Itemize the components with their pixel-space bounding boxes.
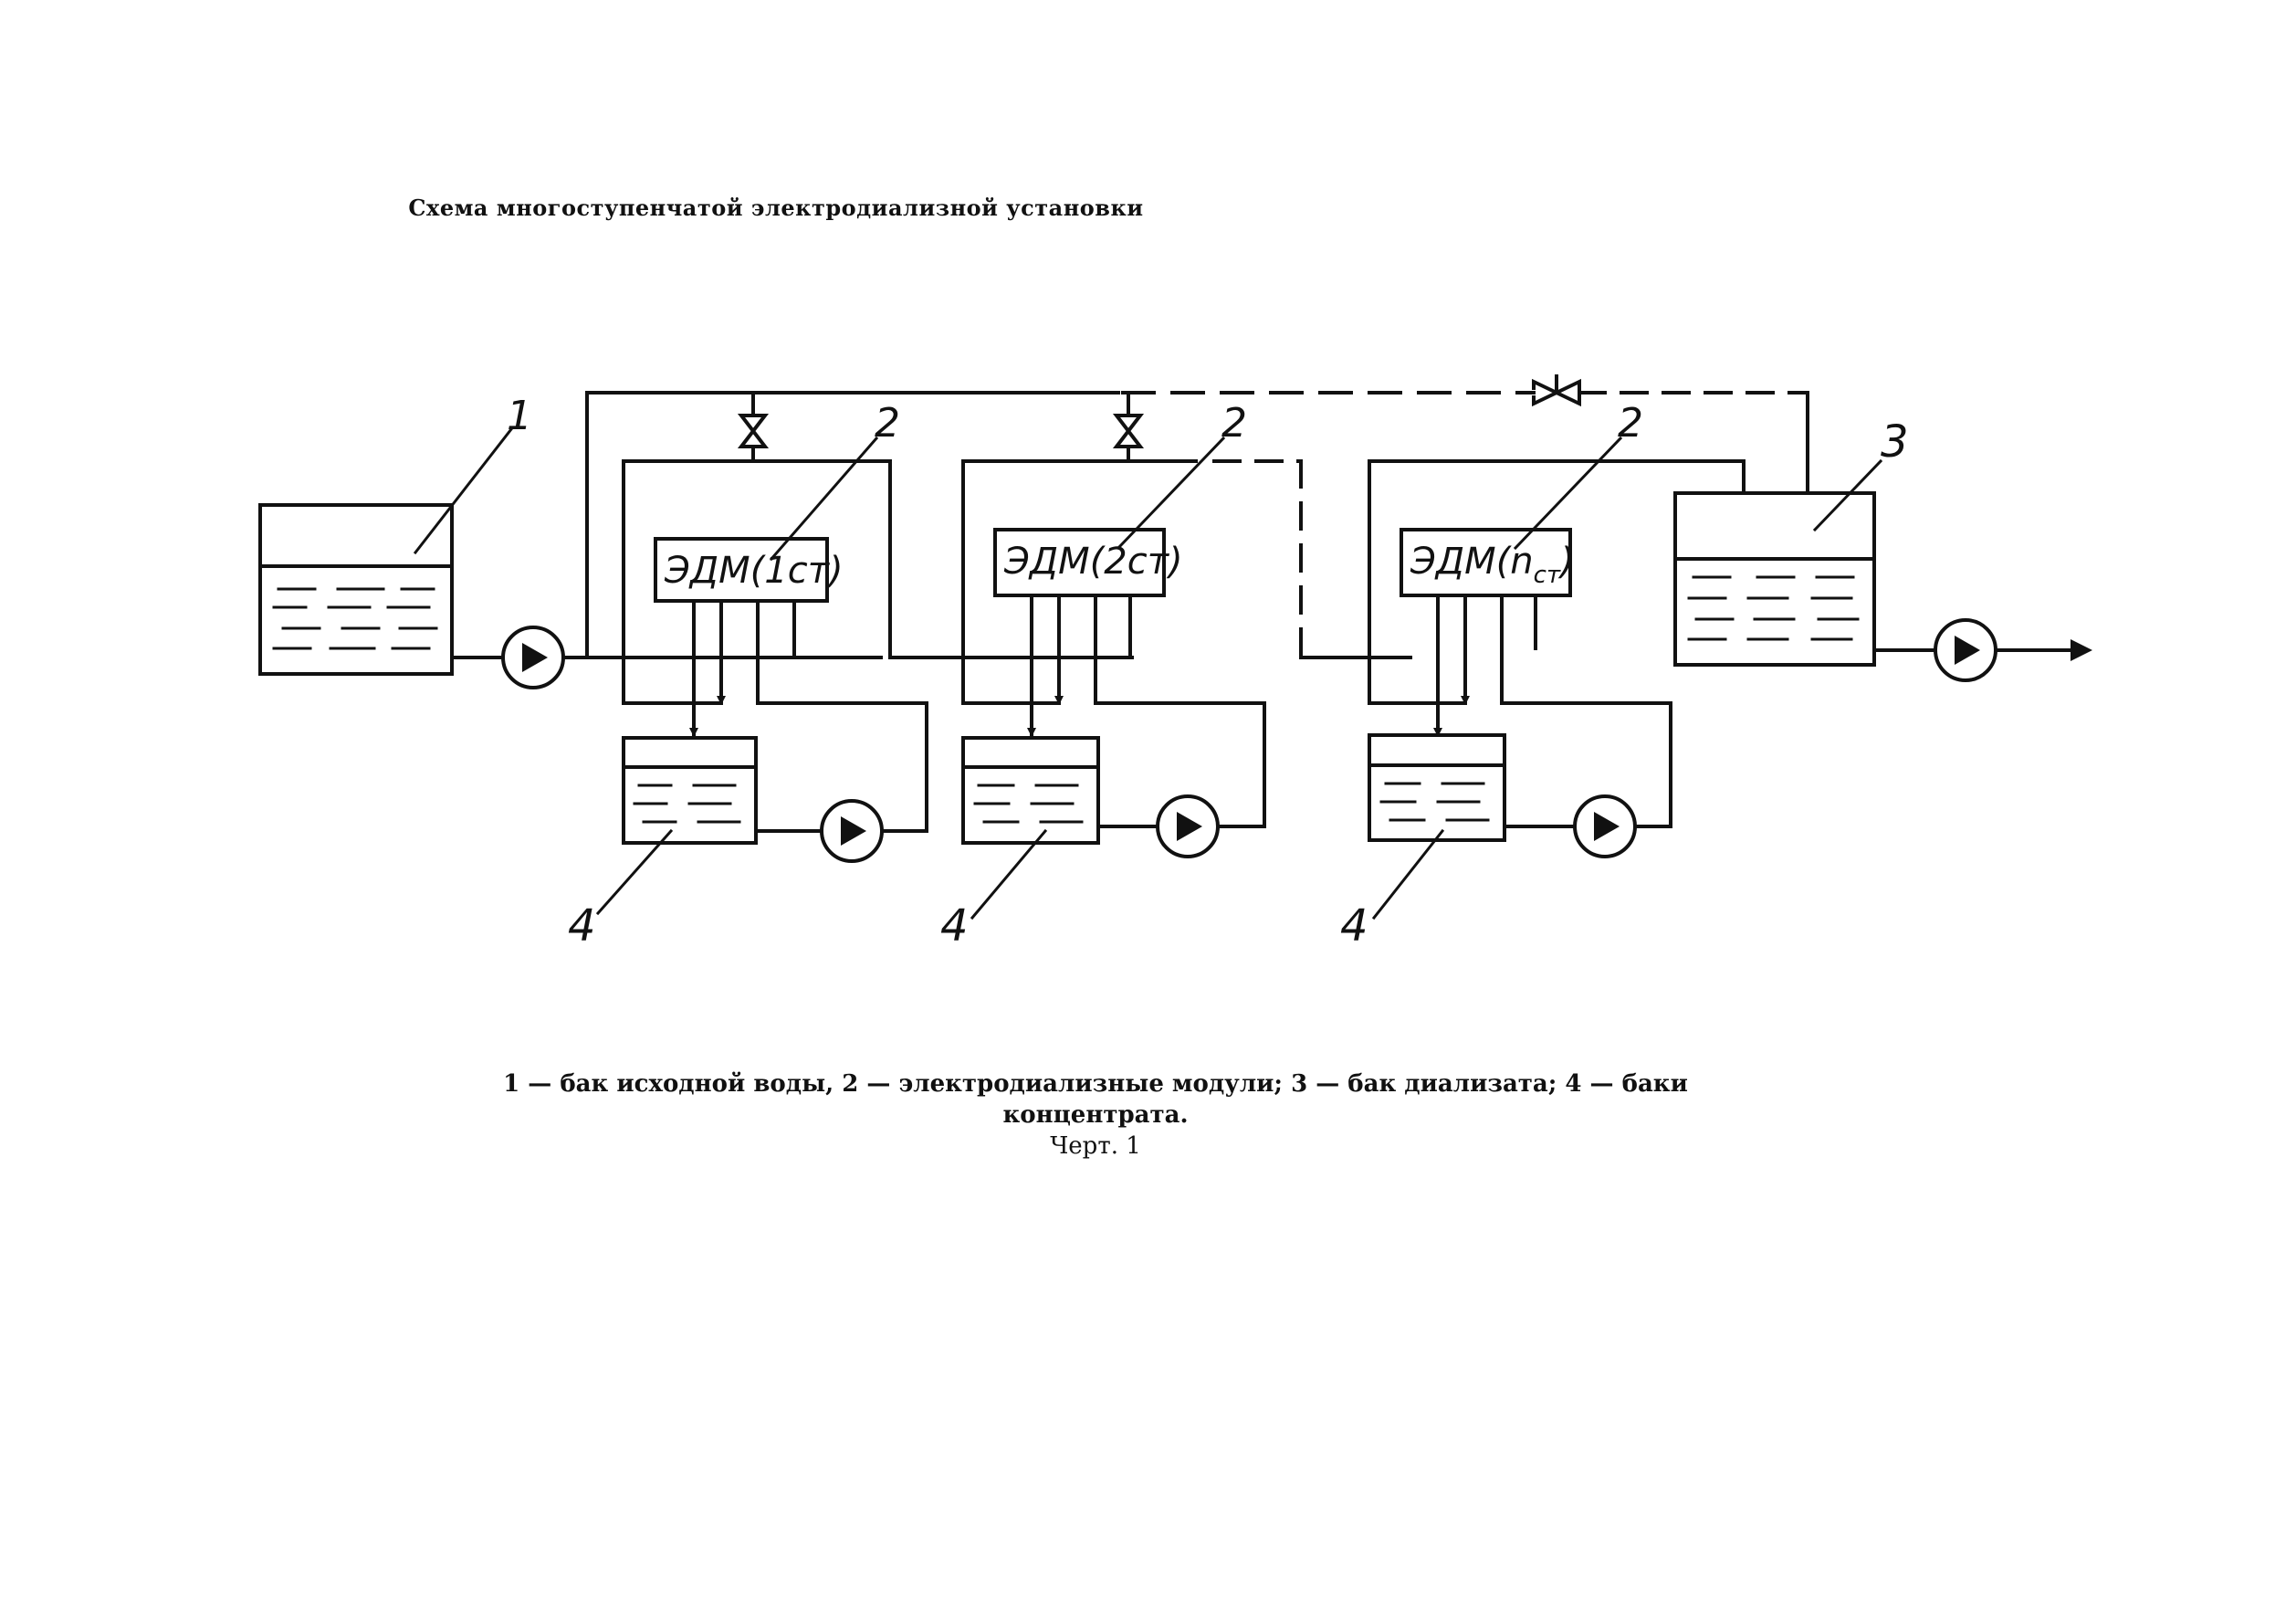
- source-water-tank: [258, 503, 454, 676]
- concentrate-tank-2: [961, 736, 1100, 845]
- callout-module-1: 2: [875, 400, 900, 447]
- module-n-label: ЭДМ(nст): [1410, 541, 1575, 589]
- module-1-label: ЭДМ(1ст): [664, 550, 844, 592]
- callout-concentrate-tank-2: 4: [940, 900, 969, 952]
- module-2-label: ЭДМ(2ст): [1003, 541, 1183, 583]
- edm-module-1: [654, 537, 829, 603]
- callout-module-2: 2: [1221, 400, 1247, 447]
- outlet-arrow-icon: [2071, 639, 2092, 661]
- callout-concentrate-tank-n: 4: [1340, 900, 1368, 952]
- callout-source-tank: 1: [507, 393, 532, 439]
- stage-2-valve-icon: [1112, 391, 1145, 463]
- edm-module-n: [1400, 528, 1572, 597]
- stage-1-valve-icon: [737, 391, 770, 463]
- diagram-title: Схема многоступенчатой электродиализной …: [408, 195, 1144, 221]
- feed-pump-icon: [501, 626, 565, 689]
- concentrate-pump-2-icon: [1156, 794, 1220, 858]
- callout-concentrate-tank-1: 4: [568, 900, 596, 952]
- callout-dialysate-tank: 3: [1881, 416, 1909, 468]
- callout-module-n: 2: [1618, 400, 1643, 447]
- product-pump-icon: [1934, 618, 1997, 682]
- concentrate-tank-1: [622, 736, 758, 845]
- concentrate-tank-n: [1368, 733, 1506, 842]
- concentrate-pump-1-icon: [820, 799, 884, 863]
- legend-line-1: 1 — бак исходной воды, 2 — электродиализ…: [503, 1070, 1688, 1098]
- dialysate-tank: [1673, 491, 1876, 667]
- concentrate-pump-n-icon: [1573, 794, 1637, 858]
- legend-line-2: концентрата.: [1002, 1101, 1189, 1129]
- bypass-valve-icon: [1532, 374, 1581, 407]
- legend-caption: 1 — бак исходной воды, 2 — электродиализ…: [456, 1068, 1735, 1162]
- edm-module-2: [993, 528, 1166, 597]
- figure-label: Черт. 1: [1050, 1132, 1141, 1160]
